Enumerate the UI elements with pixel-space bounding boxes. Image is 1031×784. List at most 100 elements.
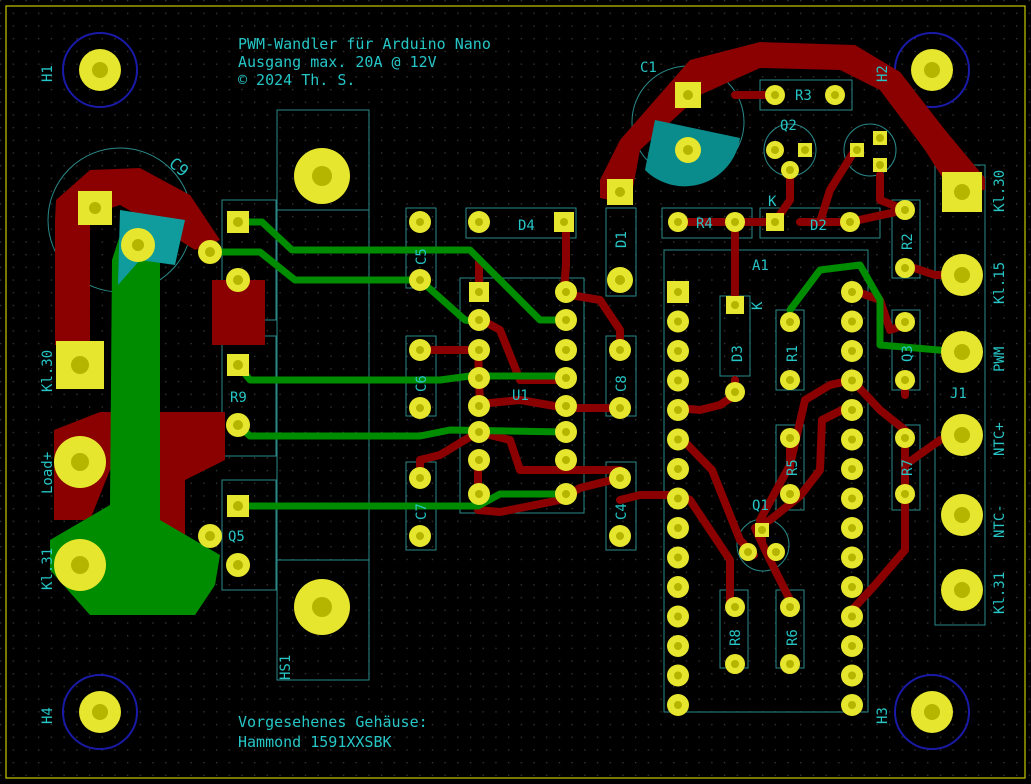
connector-pad-4-hole bbox=[954, 582, 970, 598]
label-c1: C1 bbox=[640, 60, 657, 76]
connector-pad-left-kl30-hole bbox=[71, 356, 89, 374]
connector-pad-kl30-hole bbox=[954, 184, 970, 200]
header-pad-8-hole bbox=[233, 560, 243, 570]
label-d4: D4 bbox=[518, 218, 535, 234]
a1-pad-1-hole bbox=[674, 288, 682, 296]
label-q3: Q3 bbox=[900, 345, 916, 362]
cap-pad-6-hole bbox=[616, 346, 624, 354]
label-r3: R3 bbox=[795, 88, 812, 104]
a1-right-4-hole bbox=[848, 406, 856, 414]
label-q1: Q1 bbox=[752, 498, 769, 514]
a1-right-5-hole bbox=[848, 435, 856, 444]
header-pad-1-hole bbox=[233, 217, 243, 227]
q2-pad-1-hole bbox=[801, 146, 809, 154]
connector-pad-3-hole bbox=[954, 507, 970, 523]
a1-left-11-hole bbox=[674, 612, 682, 621]
cap-pad-1-hole bbox=[416, 276, 424, 284]
d3-pad-k-hole bbox=[731, 301, 739, 309]
label-kl30-left: Kl.30 bbox=[40, 350, 56, 392]
u1-left-4-hole bbox=[475, 428, 483, 436]
label-c4: C4 bbox=[614, 503, 630, 520]
a1-right-13-hole bbox=[848, 671, 856, 680]
cap-pad-8-hole bbox=[616, 474, 624, 482]
r4-pad-1-hole bbox=[674, 218, 682, 226]
label-k2: K bbox=[750, 301, 766, 310]
d1-pad-k-hole bbox=[615, 187, 625, 197]
header-pad-6-hole bbox=[233, 501, 243, 511]
connector-pad-2-hole bbox=[954, 427, 970, 443]
q-pad-1-hole bbox=[876, 134, 884, 142]
a1-right-1-hole bbox=[848, 317, 856, 326]
label-hs1: HS1 bbox=[278, 655, 294, 680]
q2-pad-3-hole bbox=[771, 146, 779, 154]
u1-pad-1-hole bbox=[475, 288, 483, 296]
u1-left-3-hole bbox=[475, 402, 483, 410]
connector-pad-left-load-hole bbox=[71, 453, 89, 471]
label-h3: H3 bbox=[875, 707, 891, 724]
housing-line-2: Hammond 1591XXSBK bbox=[238, 733, 392, 751]
r6-pad-1-hole bbox=[786, 603, 794, 611]
cap-pad-9-hole bbox=[616, 532, 624, 540]
label-q2: Q2 bbox=[780, 118, 797, 134]
title-line-2: Ausgang max. 20A @ 12V bbox=[238, 53, 437, 71]
a1-left-6-hole bbox=[674, 465, 682, 473]
r1-pad-2-hole bbox=[786, 376, 794, 384]
label-r4: R4 bbox=[696, 216, 713, 232]
u1-left-6-hole bbox=[475, 490, 483, 498]
mounting-hole-2-hole bbox=[924, 62, 940, 78]
pads bbox=[54, 49, 983, 733]
r1-pad-1-hole bbox=[786, 318, 794, 326]
label-r1: R1 bbox=[785, 345, 801, 362]
back-copper-zones bbox=[50, 235, 220, 615]
cap-pad-3-hole bbox=[416, 404, 424, 412]
label-h4: H4 bbox=[40, 707, 56, 724]
r5-pad-1-hole bbox=[786, 434, 794, 442]
mounting-hole-4-hole bbox=[92, 704, 108, 720]
a1-right-6-hole bbox=[848, 465, 856, 473]
connector-pad-0-hole bbox=[954, 267, 970, 283]
title-line-1: PWM-Wandler für Arduino Nano bbox=[238, 35, 491, 53]
d4-pad-a-hole bbox=[475, 218, 483, 226]
label-d3: D3 bbox=[730, 345, 746, 362]
fab-labels: D4 R3 R4 C1 Q2 A1 K D2 R9 Q5 U1 J1 Q1 D1… bbox=[40, 60, 967, 724]
a1-right-8-hole bbox=[848, 524, 856, 532]
label-kl31-right: Kl.31 bbox=[992, 572, 1008, 614]
a1-right-2-hole bbox=[848, 347, 856, 355]
a1-right-14-hole bbox=[848, 701, 856, 709]
label-u1: U1 bbox=[512, 388, 529, 404]
cap-pad-2-hole bbox=[416, 346, 424, 354]
q1-pad-2-hole bbox=[744, 548, 752, 556]
label-r7: R7 bbox=[900, 459, 916, 476]
d4-pad-k-hole bbox=[560, 218, 568, 226]
heatsink-pad-top-hole bbox=[312, 166, 332, 186]
q1-pad-1-hole bbox=[758, 526, 766, 534]
connector-pad-left-kl31-hole bbox=[71, 556, 89, 574]
housing-line-1: Vorgesehenes Gehäuse: bbox=[238, 713, 428, 731]
u1-right-1-hole bbox=[562, 316, 570, 324]
header-pad-2-hole bbox=[205, 247, 215, 257]
r5-pad-2-hole bbox=[786, 490, 794, 498]
label-d2: D2 bbox=[810, 218, 827, 234]
header-pad-4-hole bbox=[233, 360, 243, 370]
cap-pad-7-hole bbox=[616, 404, 624, 412]
r8-pad-1-hole bbox=[731, 603, 739, 611]
a1-left-13-hole bbox=[674, 671, 682, 680]
cap-pad-4-hole bbox=[416, 474, 424, 482]
q-pad-2-hole bbox=[853, 146, 861, 154]
u1-right-2-hole bbox=[562, 346, 570, 354]
c9-pad-minus-hole bbox=[132, 239, 144, 251]
r2-pad-2-hole bbox=[901, 264, 909, 272]
a1-left-2-hole bbox=[674, 347, 682, 355]
label-ntc-plus: NTC+ bbox=[992, 422, 1008, 456]
a1-right-11-hole bbox=[848, 612, 856, 621]
a1-right-3-hole bbox=[848, 376, 856, 385]
label-r6: R6 bbox=[785, 629, 801, 646]
heatsink-pad-bottom-hole bbox=[312, 597, 332, 617]
a1-left-9-hole bbox=[674, 553, 682, 562]
a1-left-4-hole bbox=[674, 406, 682, 414]
cap-pad-0-hole bbox=[416, 218, 424, 226]
q3-pad-2-hole bbox=[901, 376, 909, 384]
a1-left-5-hole bbox=[674, 435, 682, 444]
u1-left-1-hole bbox=[475, 346, 483, 354]
